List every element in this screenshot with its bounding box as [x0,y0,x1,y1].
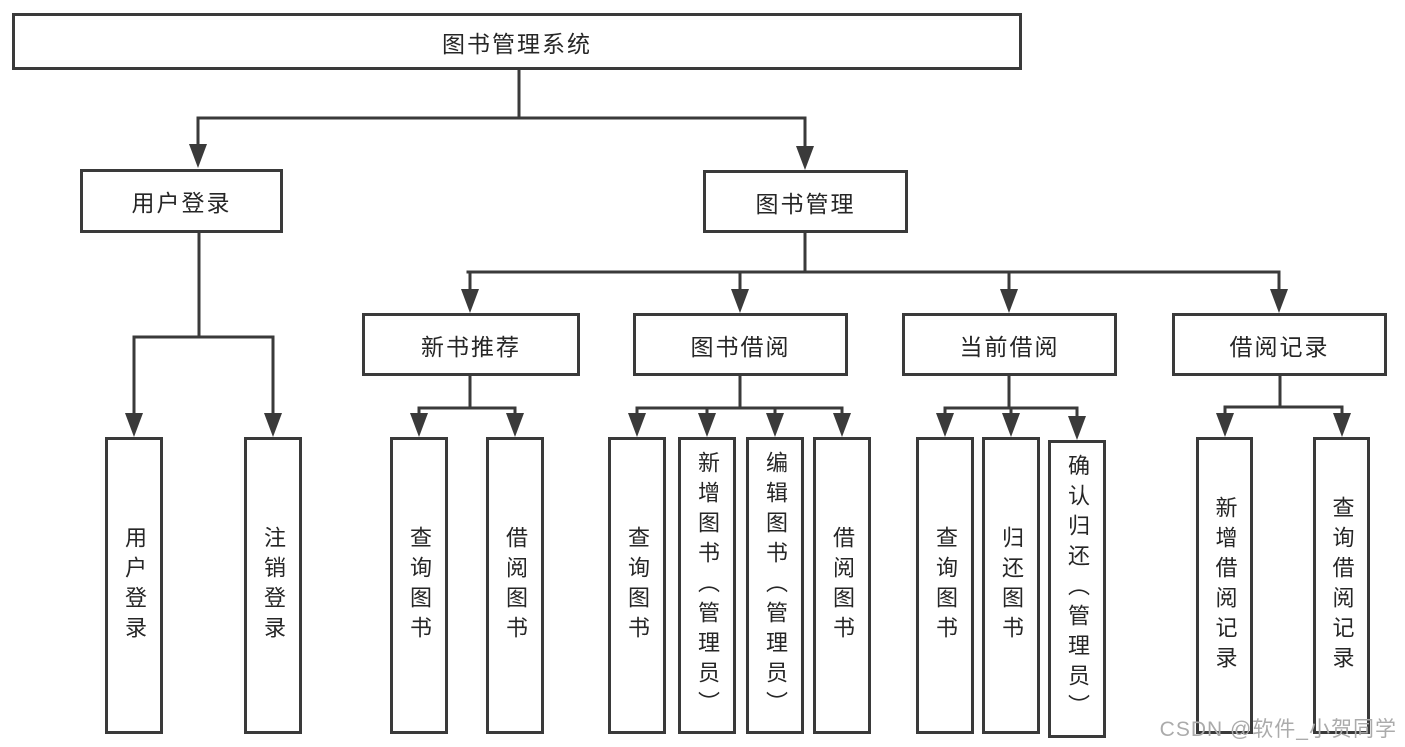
leaf-records-query-record: 查询借阅记录 [1313,437,1370,734]
node-library-management-system: 图书管理系统 [12,13,1022,70]
node-label: 注销登录 [261,525,286,646]
leaf-records-add-record: 新增借阅记录 [1196,437,1253,734]
node-label: 用户登录 [131,190,232,216]
node-borrowing-records: 借阅记录 [1172,313,1387,376]
node-label: 查询图书 [407,525,432,646]
node-label: 借阅图书 [830,525,855,646]
node-label: 图书管理 [755,190,856,217]
leaf-user-login: 用户登录 [105,437,163,734]
leaf-current-return-books: 归还图书 [982,437,1040,734]
node-label: 借阅图书 [503,525,528,646]
node-book-borrowing: 图书借阅 [633,313,848,376]
node-label: 归还图书 [999,525,1024,646]
node-label: 借阅记录 [1229,333,1330,360]
leaf-borrowing-query-books: 查询图书 [608,437,666,734]
leaf-current-confirm-return-admin: 确认归还（管理员） [1048,440,1106,738]
node-label: 当前借阅 [959,333,1060,360]
node-label: 新书推荐 [421,333,521,360]
node-label: 新增图书（管理员） [695,450,720,721]
node-new-book-recommendation: 新书推荐 [362,313,580,376]
node-label: 查询借阅记录 [1329,495,1355,676]
node-label: 用户登录 [122,525,147,646]
leaf-borrowing-borrow-books: 借阅图书 [813,437,871,734]
leaf-recommend-query-books: 查询图书 [390,437,448,734]
node-book-management: 图书管理 [703,170,908,233]
node-user-login-group: 用户登录 [80,169,283,233]
leaf-recommend-borrow-books: 借阅图书 [486,437,544,734]
leaf-borrowing-edit-books-admin: 编辑图书（管理员） [746,437,804,734]
node-label: 图书借阅 [690,333,791,360]
csdn-watermark: CSDN @软件_小贺同学 [1159,718,1397,741]
node-label: 确认归还（管理员） [1065,454,1090,724]
node-label: 查询图书 [625,525,650,646]
leaf-logout-login: 注销登录 [244,437,302,734]
leaf-borrowing-add-books-admin: 新增图书（管理员） [678,437,736,734]
node-label: 查询图书 [933,525,958,646]
leaf-current-query-books: 查询图书 [916,437,974,734]
node-current-borrowing: 当前借阅 [902,313,1117,376]
node-label: 编辑图书（管理员） [763,450,788,721]
node-label: 图书管理系统 [442,30,592,57]
node-label: 新增借阅记录 [1212,495,1238,676]
